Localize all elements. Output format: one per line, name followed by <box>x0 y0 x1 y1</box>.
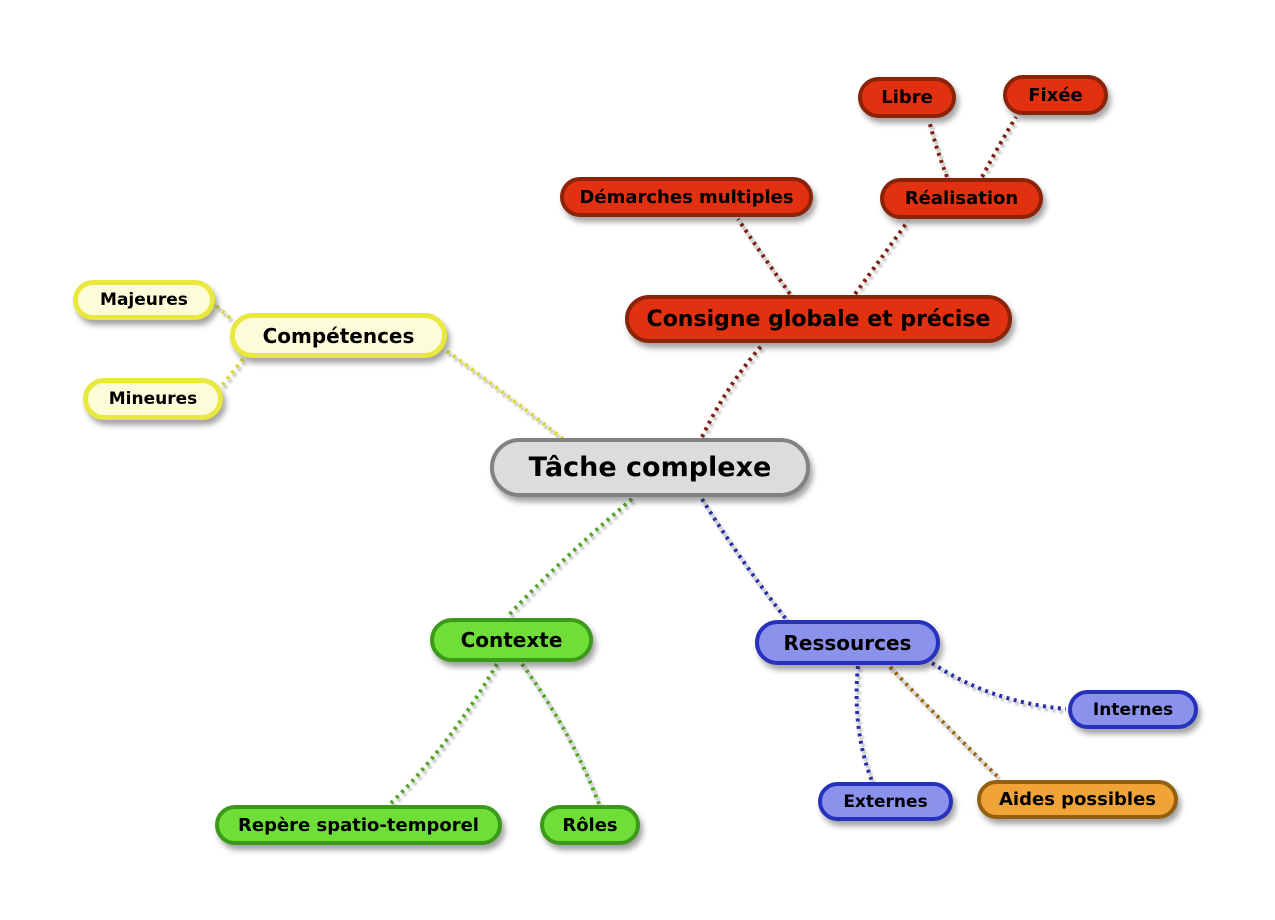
edge-root-consigne <box>700 342 765 438</box>
node-consigne-globale-et-precise[interactable]: Consigne globale et précise <box>625 295 1012 343</box>
node-realisation[interactable]: Réalisation <box>880 178 1043 219</box>
node-roles[interactable]: Rôles <box>540 805 640 845</box>
node-fixee[interactable]: Fixée <box>1003 75 1108 115</box>
edge-contexte-roles <box>520 662 601 805</box>
node-competences[interactable]: Compétences <box>230 313 447 358</box>
edge-consigne-demarches <box>736 217 792 296</box>
node-demarches-multiples[interactable]: Démarches multiples <box>560 177 813 217</box>
edge-root-contexte <box>505 497 634 619</box>
node-contexte[interactable]: Contexte <box>430 618 593 662</box>
node-ressources[interactable]: Ressources <box>755 620 940 665</box>
edge-realisation-libre <box>927 119 949 178</box>
node-externes[interactable]: Externes <box>818 782 953 821</box>
edge-ressources-externes <box>854 665 874 782</box>
edge-root-competences <box>445 349 565 441</box>
edge-consigne-realisation <box>853 219 910 296</box>
edge-root-ressources <box>700 497 788 621</box>
edge-ressources-internes <box>930 661 1067 711</box>
node-libre[interactable]: Libre <box>858 77 956 118</box>
node-aides-possibles[interactable]: Aides possibles <box>977 780 1178 819</box>
node-majeures[interactable]: Majeures <box>73 280 215 320</box>
node-mineures[interactable]: Mineures <box>83 378 223 420</box>
edge-competences-mineures <box>218 357 245 390</box>
edge-contexte-repere <box>388 662 499 806</box>
edge-realisation-fixee <box>980 115 1018 178</box>
node-internes[interactable]: Internes <box>1068 690 1198 729</box>
edge-ressources-aides <box>888 665 1002 781</box>
node-repere-spatio-temporel[interactable]: Repère spatio-temporel <box>215 805 502 845</box>
node-tache-complexe[interactable]: Tâche complexe <box>490 438 810 497</box>
edge-competences-majeures <box>210 300 232 320</box>
